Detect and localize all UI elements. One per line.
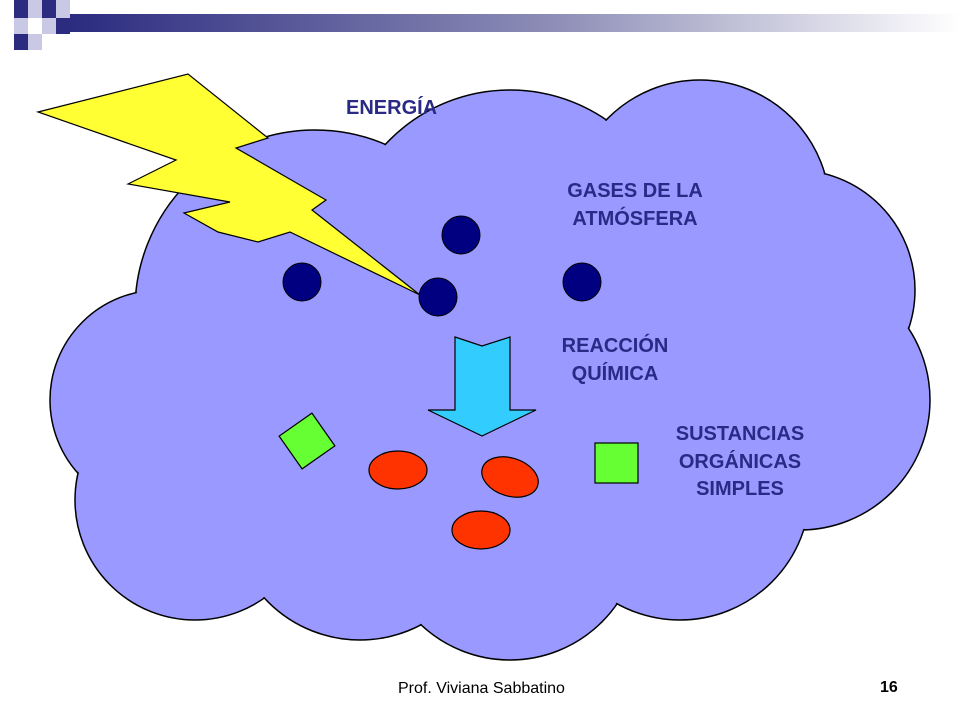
organic-square [594, 442, 639, 484]
gas-molecule [418, 277, 458, 317]
energy-label: ENERGÍA [346, 95, 437, 123]
reaction-label-line: QUÍMICA [571, 362, 659, 385]
corner-square [56, 18, 70, 34]
reaction-label-line: REACCIÓN [561, 335, 669, 357]
corner-square [42, 18, 56, 34]
corner-square [42, 34, 56, 50]
corner-square [56, 0, 70, 18]
corner-square [14, 18, 28, 34]
gas-molecules [282, 215, 602, 317]
organic-substances [278, 412, 639, 550]
gases-label-line: GASES DE LA [567, 180, 703, 202]
header-gradient-bar [70, 14, 960, 32]
footer-author: Prof. Viviana Sabbatino [398, 680, 565, 697]
organic-square [278, 412, 336, 470]
substances-label-line: SUSTANCIAS [675, 423, 805, 445]
substances-label-line: ORGÁNICAS [678, 450, 802, 473]
organic-oval [481, 456, 539, 498]
corner-square [14, 0, 28, 18]
gas-molecule [562, 262, 602, 302]
gases-label: GASES DE LA ATMÓSFERA [545, 178, 725, 233]
substances-label-line: SIMPLES [696, 478, 784, 501]
corner-square [14, 34, 28, 50]
corner-square [28, 0, 42, 18]
gases-label-line: ATMÓSFERA [572, 207, 698, 230]
corner-square [28, 34, 42, 50]
down-arrow-icon [427, 336, 537, 437]
corner-square [28, 18, 42, 34]
organic-oval [451, 510, 511, 550]
gas-molecule [441, 215, 481, 255]
energy-label-text: ENERGÍA [346, 97, 438, 119]
lightning-bolt-icon [35, 73, 421, 296]
gas-molecule [282, 262, 322, 302]
substances-label: SUSTANCIAS ORGÁNICAS SIMPLES [655, 421, 825, 504]
header-decoration [14, 0, 960, 50]
corner-square [42, 0, 56, 18]
page-number: 16 [880, 679, 898, 696]
reaction-label: REACCIÓN QUÍMICA [540, 333, 690, 388]
organic-oval [368, 450, 428, 490]
